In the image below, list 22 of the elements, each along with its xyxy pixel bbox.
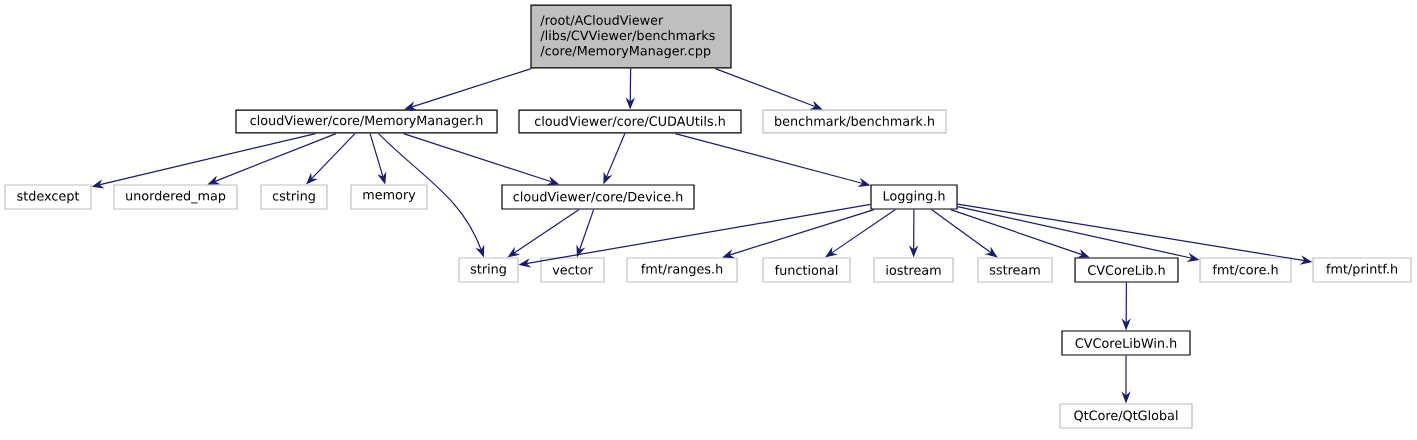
file-box: CVCoreLibWin.h — [1061, 330, 1191, 356]
file-box: sstream — [977, 257, 1053, 283]
file-box: functional — [762, 257, 851, 283]
file-box: fmt/ranges.h — [626, 257, 738, 283]
file-box: benchmark/benchmark.h — [762, 109, 947, 134]
file-box: CVCoreLib.h — [1074, 257, 1179, 283]
file-box: QtCore/QtGlobal — [1059, 403, 1193, 429]
file-box: fmt/core.h — [1199, 257, 1292, 283]
file-box: string — [458, 257, 519, 283]
file-box: vector — [540, 257, 605, 283]
file-box: cloudViewer/core/Device.h — [501, 184, 695, 210]
file-box: cloudViewer/core/CUDAUtils.h — [518, 109, 742, 134]
file-box: cloudViewer/core/MemoryManager.h — [235, 109, 498, 134]
file-box: cstring — [260, 184, 328, 210]
file-box: unordered_map — [113, 184, 238, 210]
arrow — [825, 209, 897, 258]
file-box: fmt/printf.h — [1312, 257, 1412, 283]
file-box: stdexcept — [4, 184, 92, 210]
file-box: /root/ACloudViewer /libs/CVViewer/benchmarks /core/MemoryManager.cpp — [530, 4, 732, 69]
file-box: Logging.h — [870, 184, 958, 210]
file-box: memory — [350, 184, 428, 210]
file-box: iostream — [873, 257, 954, 283]
